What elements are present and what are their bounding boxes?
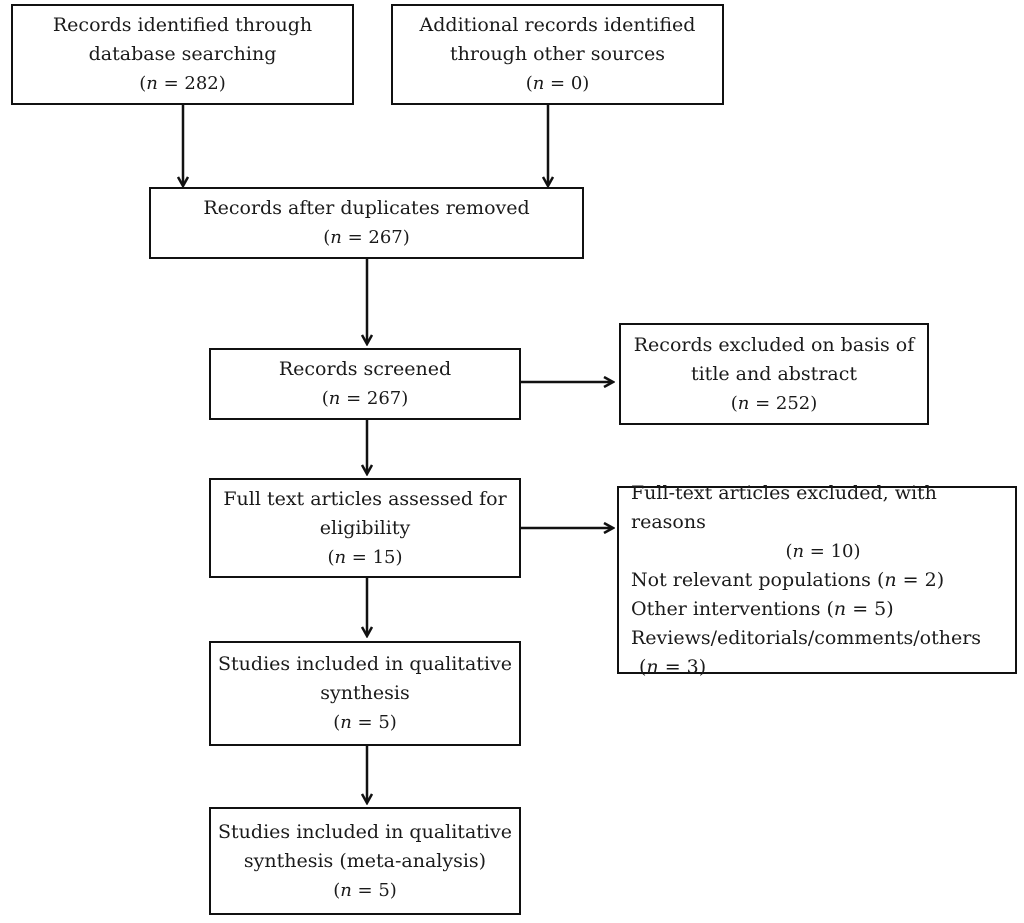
box-records-identified-database: Records identified through database sear…: [11, 4, 354, 105]
box-line: Additional records identified: [419, 14, 696, 36]
box-line: Records after duplicates removed: [203, 197, 530, 219]
box-count: (n = 267): [323, 227, 410, 248]
box-line: Records excluded on basis of: [633, 333, 915, 356]
box-records-after-duplicates: Records after duplicates removed (n = 26…: [149, 187, 584, 259]
box-count: (n = 0): [525, 73, 590, 94]
box-full-text-excluded: Full-text articles excluded, with reason…: [617, 482, 1017, 678]
exclusion-reason-reviews-count: (n = 3): [639, 655, 707, 678]
box-line: Records screened: [278, 358, 452, 380]
box-line: Full-text articles excluded, with reason…: [631, 481, 937, 533]
box-count: (n = 252): [730, 392, 818, 414]
box-studies-qualitative: Studies included in qualitative synthesi…: [209, 641, 521, 746]
box-count: (n = 282): [139, 73, 226, 94]
box-count: (n = 15): [327, 546, 403, 568]
box-line: database searching: [88, 43, 277, 65]
box-line: title and abstract: [690, 362, 858, 385]
exclusion-reason-interventions: Other interventions (n = 5): [631, 597, 894, 620]
box-line: eligibility: [319, 516, 411, 539]
box-line: Records identified through: [52, 14, 313, 36]
box-records-identified-other: Additional records identified through ot…: [391, 4, 724, 105]
box-count: (n = 267): [321, 388, 409, 409]
exclusion-reason-populations: Not relevant populations (n = 2): [631, 568, 945, 591]
box-full-text-assessed: Full text articles assessed for eligibil…: [209, 478, 521, 578]
box-line: through other sources: [450, 43, 665, 65]
box-line: synthesis (meta-analysis): [243, 849, 487, 872]
box-line: synthesis: [320, 682, 410, 704]
box-line: Full text articles assessed for: [223, 487, 507, 510]
exclusion-reason-reviews: Reviews/editorials/comments/others: [631, 626, 982, 649]
box-count: (n = 5): [333, 879, 397, 901]
box-records-screened: Records screened (n = 267): [209, 348, 521, 420]
box-count: (n = 5): [333, 712, 397, 733]
box-line: Studies included in qualitative: [218, 653, 512, 675]
box-studies-meta-analysis: Studies included in qualitative synthesi…: [209, 807, 521, 915]
box-count: (n = 10): [785, 540, 861, 562]
box-line: Studies included in qualitative: [218, 820, 512, 843]
box-records-excluded-title-abstract: Records excluded on basis of title and a…: [619, 323, 929, 425]
